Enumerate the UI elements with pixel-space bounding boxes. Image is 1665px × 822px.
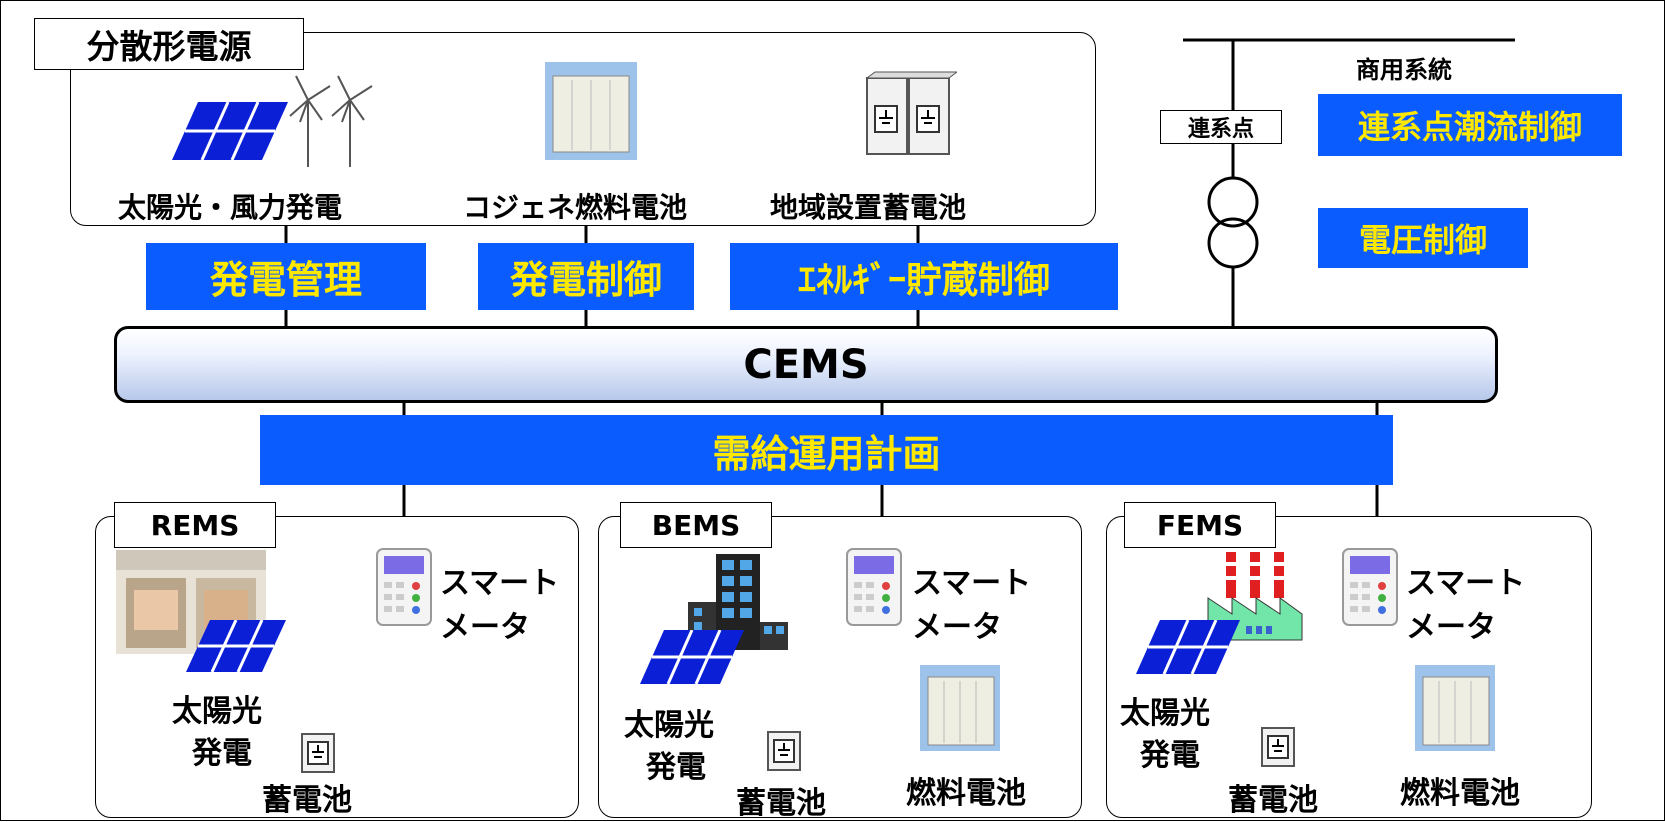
solar-panel-icon — [1136, 620, 1240, 674]
bems-fuel-cell-label: 燃料電池 — [906, 776, 1026, 811]
fuel-cell-icon — [1415, 665, 1495, 751]
rems-solar-line2: 発電 — [192, 736, 252, 771]
solar-panel-icon — [186, 620, 286, 672]
solar-wind-icon — [172, 75, 373, 167]
bems-solar-line1: 太陽光 — [624, 708, 714, 743]
rems-battery-label: 蓄電池 — [262, 783, 352, 818]
fems-smart-meter-line1: スマート — [1406, 566, 1526, 601]
fuel-cell-icon — [545, 62, 637, 160]
battery-icon — [301, 733, 335, 773]
fems-fuel-cell-label: 燃料電池 — [1400, 776, 1520, 811]
cems-bar: CEMS — [114, 326, 1498, 403]
bems-tag: BEMS — [620, 502, 772, 548]
bems-battery-label: 蓄電池 — [736, 786, 826, 821]
wind-turbine-icon — [289, 75, 373, 167]
interconnection-flow-control: 連系点潮流制御 — [1318, 94, 1622, 156]
fuel-cell-icon — [920, 665, 1000, 751]
regional-battery-label: 地域設置蓄電池 — [770, 191, 967, 224]
fems-solar-line1: 太陽光 — [1120, 696, 1210, 731]
fems-smart-meter-line2: メータ — [1406, 610, 1496, 645]
connection-point-label: 連系点 — [1160, 110, 1282, 144]
battery-icon — [767, 731, 801, 771]
bems-smart-meter-line1: スマート — [912, 566, 1032, 601]
bems-smart-meter-line2: メータ — [912, 610, 1002, 645]
rems-solar-line1: 太陽光 — [172, 694, 262, 729]
smart-meter-icon — [1342, 548, 1398, 626]
battery-icon — [1261, 727, 1295, 767]
generation-management: 発電管理 — [146, 243, 426, 310]
voltage-control: 電圧制御 — [1318, 208, 1528, 268]
supply-demand-plan: 需給運用計画 — [260, 415, 1393, 485]
solar-panel-icon — [172, 101, 288, 161]
cogen-fuel-cell-label: コジェネ燃料電池 — [463, 191, 688, 224]
distributed-generation-title: 分散形電源 — [34, 18, 304, 70]
grid-label: 商用系統 — [1356, 56, 1452, 84]
fems-solar-line2: 発電 — [1140, 738, 1200, 773]
smart-meter-icon — [376, 548, 432, 626]
energy-storage-control: ｴﾈﾙｷﾞｰ貯蔵制御 — [730, 243, 1118, 310]
bems-solar-line2: 発電 — [646, 750, 706, 785]
generation-control: 発電制御 — [478, 243, 694, 310]
rems-tag: REMS — [114, 502, 276, 548]
fems-battery-label: 蓄電池 — [1228, 783, 1318, 818]
smart-meter-icon — [846, 548, 902, 626]
rems-smart-meter-line1: スマート — [440, 566, 560, 601]
fems-tag: FEMS — [1124, 502, 1276, 548]
solar-wind-label: 太陽光・風力発電 — [118, 191, 343, 224]
solar-panel-icon — [640, 630, 744, 684]
transformer-icon — [1207, 176, 1259, 269]
rems-smart-meter-line2: メータ — [440, 610, 530, 645]
battery-icon — [865, 71, 957, 155]
